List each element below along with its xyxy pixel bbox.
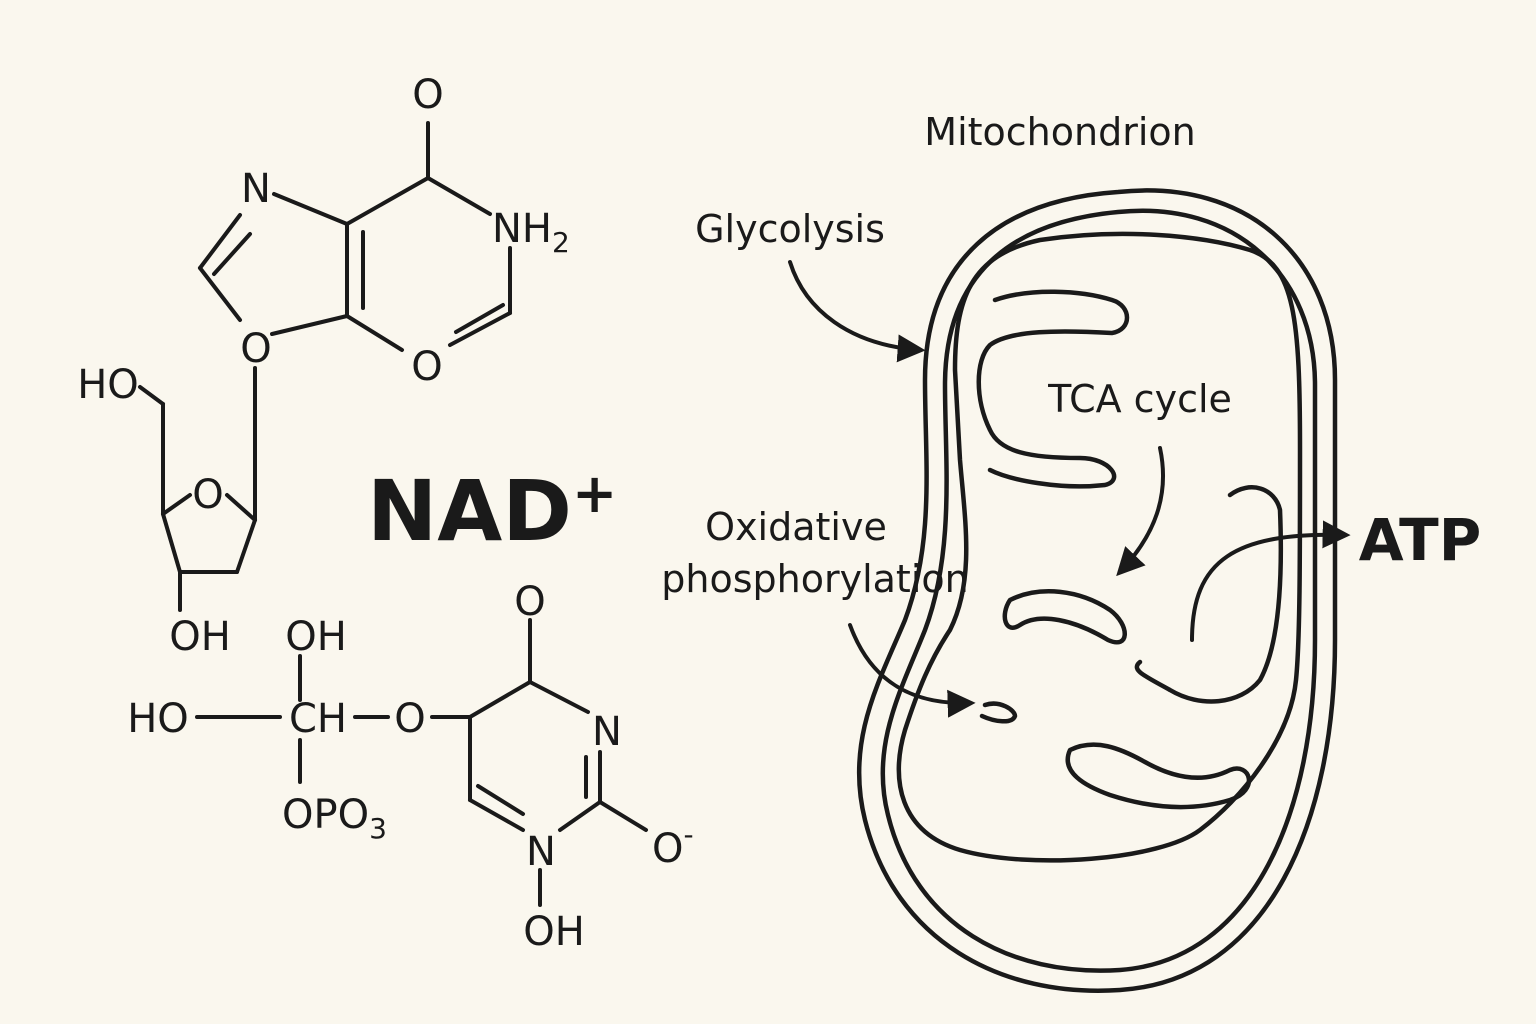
tca-label: TCA cycle xyxy=(1047,377,1232,421)
cristae xyxy=(896,231,1303,863)
atom-o-ring: O xyxy=(240,326,271,372)
nad-name: NAD xyxy=(367,462,572,560)
nad-structure: O N NH2 O O HO O OH OH HO CH O OPO3 O N … xyxy=(77,72,693,955)
atom-labels: O N NH2 O O HO O OH OH HO CH O OPO3 O N … xyxy=(77,72,693,955)
pyrimidine-bonds xyxy=(468,618,648,907)
atom-ch-mid: CH xyxy=(289,696,347,742)
atom-opo3-sub: 3 xyxy=(369,812,387,845)
mitochondrion: Mitochondrion Glycolysis TCA cycle Oxida… xyxy=(661,110,1481,993)
phosphate-bonds xyxy=(195,654,472,784)
atom-oh-mid: OH xyxy=(285,614,347,660)
crista-lobe-3 xyxy=(1134,485,1284,704)
atom-ho-mid: HO xyxy=(127,696,189,742)
atom-o-right: O xyxy=(411,344,442,390)
glycolysis-arrow xyxy=(788,260,926,363)
atom-o-minus: O- xyxy=(652,818,694,872)
atom-nh2-n: NH xyxy=(492,206,552,252)
crista-lobe-1 xyxy=(976,289,1130,489)
inner-membrane xyxy=(880,208,1318,973)
oxphos-arrow xyxy=(848,623,976,718)
crista-lobe-2 xyxy=(1002,589,1127,645)
pathway-arrows xyxy=(788,260,1351,718)
bicyclic-ring-bonds xyxy=(198,121,512,352)
oxphos-label-line1: Oxidative xyxy=(705,505,887,549)
mitochondrion-title: Mitochondrion xyxy=(924,110,1195,154)
pathway-labels: Glycolysis TCA cycle Oxidative phosphory… xyxy=(661,207,1481,601)
atom-o-minus-o: O xyxy=(652,826,683,872)
atom-ho-top: HO xyxy=(77,362,139,408)
atom-o-minus-charge: - xyxy=(683,818,693,851)
atom-n-left: N xyxy=(241,166,271,212)
atom-n-pyr-right: N xyxy=(592,709,622,755)
ribose-bonds xyxy=(138,366,257,612)
tca-arrow xyxy=(1116,446,1165,577)
nad-label: NAD+ xyxy=(367,462,617,560)
atom-nh2: NH2 xyxy=(492,206,570,259)
outer-membrane xyxy=(856,188,1338,993)
atom-n-pyr-bottom: N xyxy=(526,829,556,875)
atom-o-pyr-top: O xyxy=(514,579,545,625)
atp-label: ATP xyxy=(1359,506,1481,574)
atom-opo3-main: OPO xyxy=(282,792,369,838)
atom-nh2-sub: 2 xyxy=(552,226,570,259)
crista-lobe-5 xyxy=(979,701,1018,724)
atom-oh-bottom: OH xyxy=(523,909,585,955)
glycolysis-label: Glycolysis xyxy=(695,207,885,251)
oxphos-label-line2: phosphorylation xyxy=(661,557,968,601)
crista xyxy=(896,231,1303,863)
atom-o-sugar: O xyxy=(192,472,223,518)
nad-charge: + xyxy=(572,462,617,525)
atom-o-link: O xyxy=(394,696,425,742)
atp-arrow xyxy=(1190,520,1351,642)
atom-opo3: OPO3 xyxy=(282,792,387,845)
atom-oh-sugar: OH xyxy=(169,614,231,660)
atom-o-top: O xyxy=(412,72,443,118)
crista-lobe-4 xyxy=(1065,742,1251,810)
